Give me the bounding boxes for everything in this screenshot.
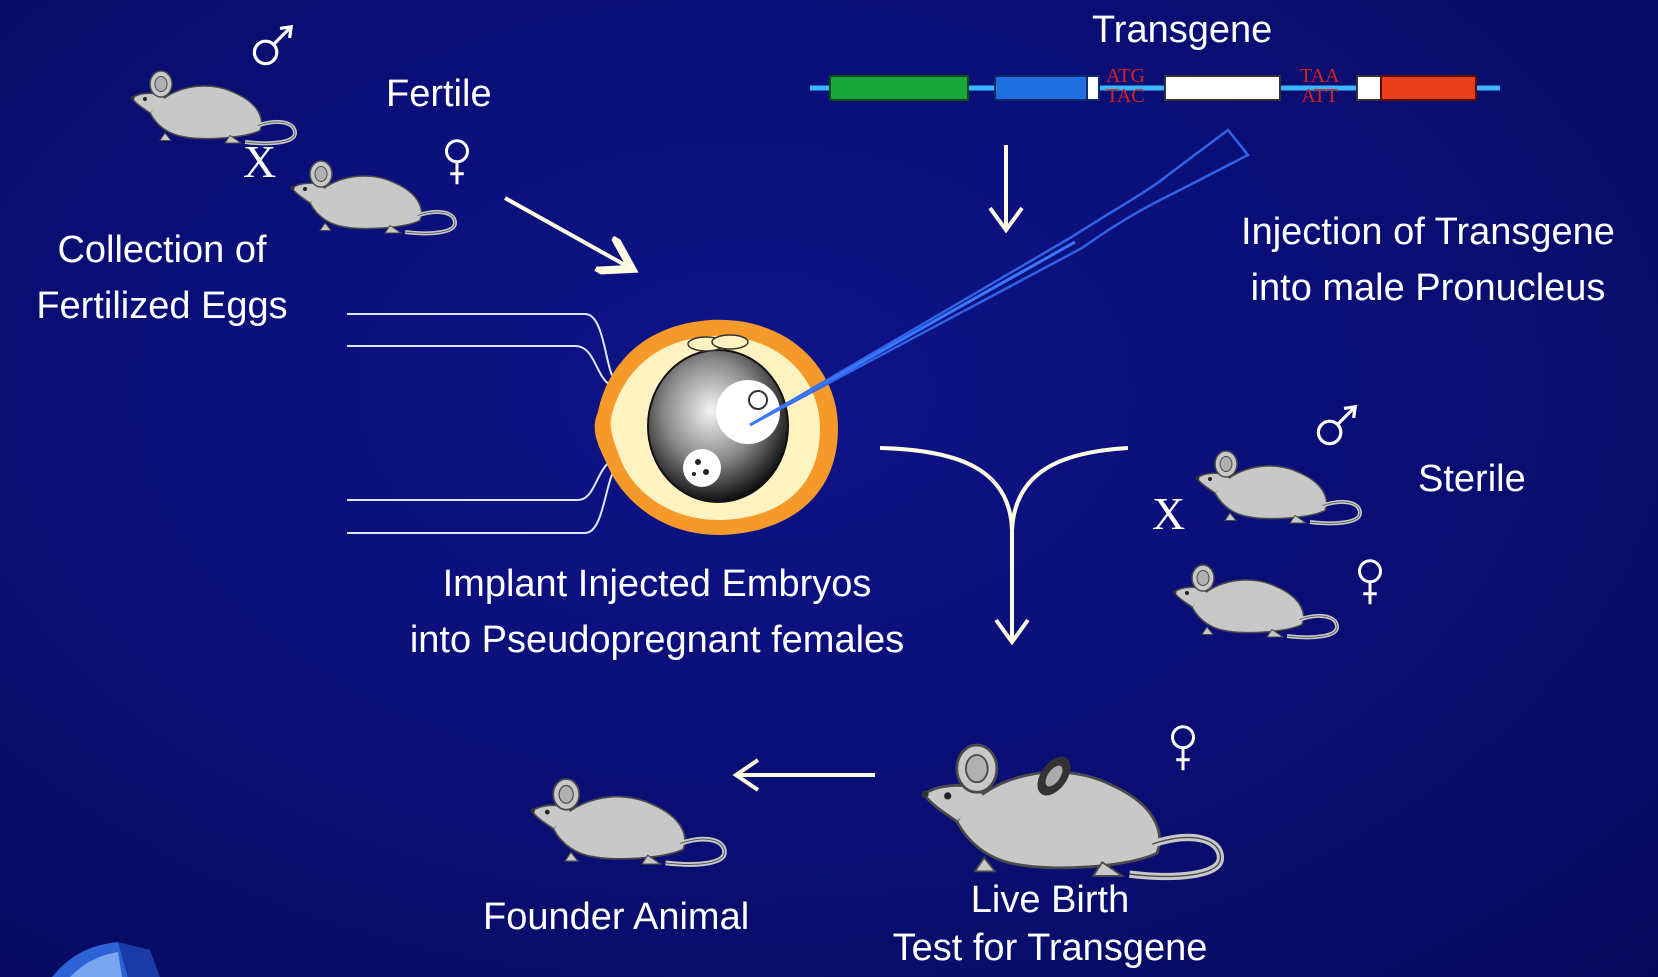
dna-segment-red: [1381, 76, 1476, 100]
female-symbol-icon: [1360, 561, 1381, 605]
stop-codon-bottom: ATT: [1300, 86, 1340, 106]
dna-segment-white: [1165, 76, 1280, 100]
female-symbol-icon: [1173, 727, 1194, 771]
arrow-down-transgene: [990, 145, 1022, 230]
label-collection: Collection of Fertilized Eggs: [12, 222, 312, 334]
fertile-mouse-female: [291, 161, 456, 233]
female-pronucleus: [683, 449, 721, 487]
arrow-to-egg: [505, 198, 625, 265]
arrow-to-founder: [736, 760, 875, 790]
fertilized-egg: [595, 320, 838, 535]
cross-symbol-fertile: X: [243, 134, 276, 190]
holding-pipette: [347, 314, 618, 533]
founder-mouse: [530, 779, 724, 864]
start-codon-label: ATG TAC: [1106, 66, 1145, 106]
sterile-mouse-male: [1196, 451, 1361, 523]
label-birth-line1: Live Birth: [860, 876, 1240, 924]
label-collection-line2: Fertilized Eggs: [12, 278, 312, 334]
sterile-mouse-female: [1173, 565, 1338, 637]
start-codon-bottom: TAC: [1106, 86, 1145, 106]
label-injection-line2: into male Pronucleus: [1208, 260, 1648, 316]
stop-codon-label: TAA ATT: [1300, 66, 1340, 106]
male-symbol-icon: [1318, 407, 1355, 444]
label-sterile: Sterile: [1418, 451, 1526, 507]
dna-segment-green: [830, 76, 968, 100]
start-codon-top: ATG: [1106, 66, 1145, 86]
label-injection-line1: Injection of Transgene: [1208, 204, 1648, 260]
label-birth-line2: Test for Transgene: [860, 924, 1240, 972]
male-symbol-icon: [254, 27, 291, 64]
label-implant-line2: into Pseudopregnant females: [372, 612, 942, 668]
injection-needle: [750, 130, 1248, 425]
label-implant: Implant Injected Embryos into Pseudopreg…: [372, 556, 942, 668]
stop-codon-top: TAA: [1300, 66, 1340, 86]
fertile-mouse-male: [131, 71, 296, 143]
label-implant-line1: Implant Injected Embryos: [372, 556, 942, 612]
logo-icon: [52, 942, 160, 977]
label-founder: Founder Animal: [483, 889, 749, 945]
label-transgene: Transgene: [1092, 2, 1272, 58]
pseudopregnant-female-mouse: [921, 745, 1220, 876]
transgene-construct: [810, 76, 1500, 100]
dna-segment-blue: [995, 76, 1087, 100]
female-symbol-icon: [447, 141, 468, 185]
cross-symbol-sterile: X: [1152, 486, 1185, 542]
label-fertile: Fertile: [386, 66, 492, 122]
label-birth: Live Birth Test for Transgene: [860, 876, 1240, 972]
label-collection-line1: Collection of: [12, 222, 312, 278]
label-injection: Injection of Transgene into male Pronucl…: [1208, 204, 1648, 316]
